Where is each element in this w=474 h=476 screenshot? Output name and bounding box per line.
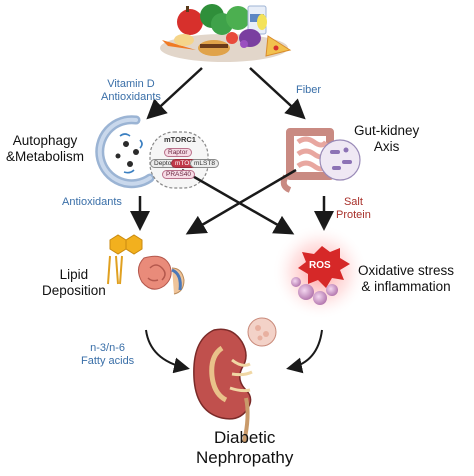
node-lipid-deposition: Lipid Deposition [42, 267, 106, 298]
label-salt-protein: Salt Protein [336, 196, 371, 221]
label-vitamin-antioxidants: Vitamin D Antioxidants [101, 78, 161, 103]
mtorc1-raptor: Raptor [164, 148, 192, 158]
label-fatty-acids: n-3/n-6 Fatty acids [81, 342, 135, 367]
intestine-illustration [280, 128, 361, 193]
food-illustration [160, 4, 292, 62]
ros-label: ROS [309, 260, 331, 271]
node-oxidative-stress: Oxidative stress & inflammation [358, 263, 455, 294]
arrow-autophagy-to-oxidative [181, 168, 295, 235]
mtorc1-title: mTORC1 [164, 135, 196, 144]
arrow-food-to-autophagy [146, 67, 203, 120]
node-diabetic-nephropathy: Diabetic Nephropathy [196, 428, 294, 468]
ros-illustration [272, 224, 368, 320]
label-fiber: Fiber [296, 84, 322, 96]
node-gut-kidney-axis: Gut-kidney Axis [354, 123, 420, 154]
mtorc1-mlst8: mLST8 [190, 159, 219, 169]
arrow-gut-to-lipid [185, 168, 297, 235]
mtorc1-pras40: PRAS40 [162, 170, 195, 180]
ros-burst [298, 246, 350, 288]
arrow-lipid-to-nephropathy [145, 329, 190, 374]
kidney-illustration [193, 317, 277, 443]
arrow-oxidative-to-nephropathy [286, 329, 323, 374]
node-autophagy-metabolism: Autophagy &Metabolism [6, 133, 85, 164]
lipid-illustration [107, 234, 185, 295]
label-antioxidants: Antioxidants [62, 196, 122, 208]
arrow-food-to-gut [249, 67, 306, 120]
